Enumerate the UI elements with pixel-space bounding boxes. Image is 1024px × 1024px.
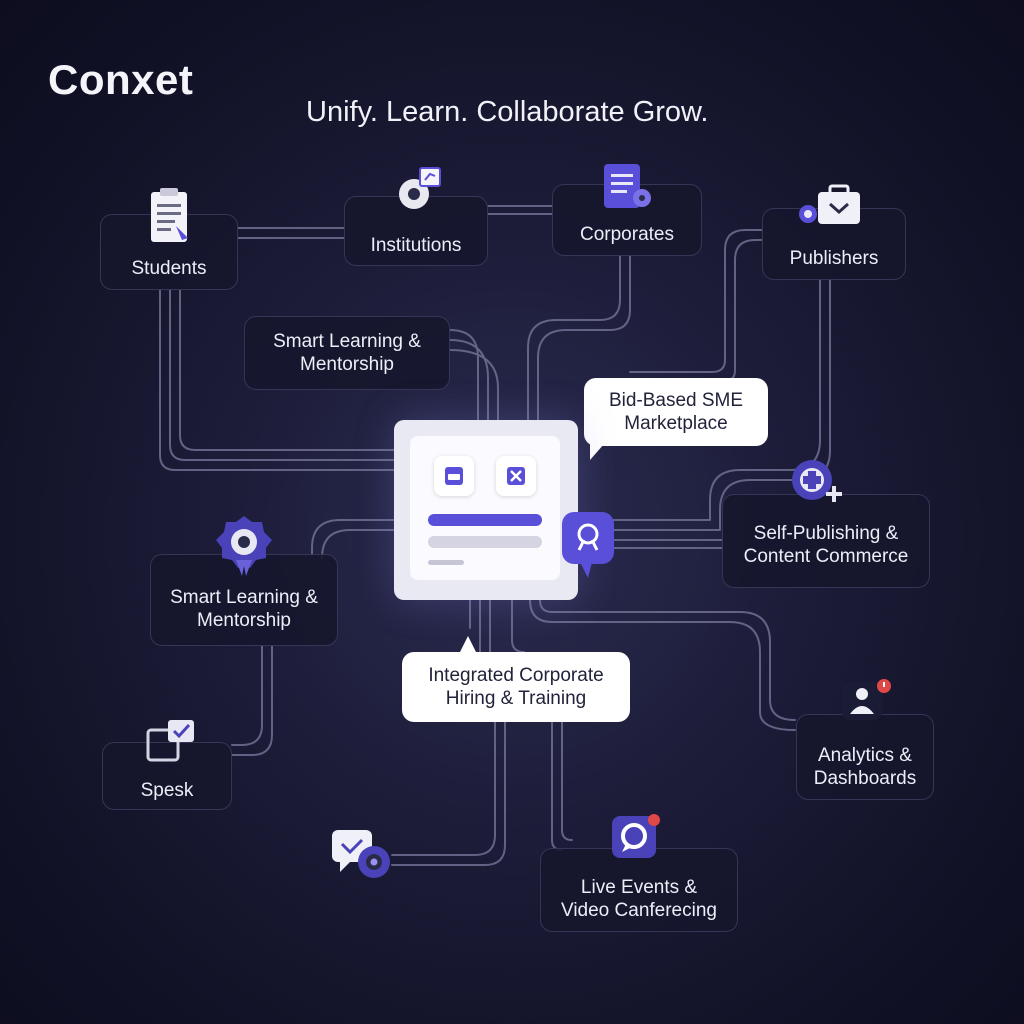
node-live-events-line2: Video Canferecing — [561, 900, 717, 921]
node-analytics[interactable]: Analytics & Dashboards — [796, 714, 934, 800]
central-hub[interactable] — [394, 420, 578, 600]
close-icon — [496, 456, 536, 496]
node-smart-learning-left-line1: Smart Learning & — [170, 587, 318, 608]
node-self-publishing[interactable]: Self-Publishing & Content Commerce — [722, 494, 930, 588]
bubble-marketplace-line1: Bid-Based SME — [608, 390, 744, 411]
user-alert-icon — [842, 679, 891, 720]
node-spesk-label: Spesk — [140, 779, 194, 801]
node-self-publishing-line2: Content Commerce — [743, 546, 909, 567]
placeholder-line — [428, 560, 464, 565]
tagline: Unify. Learn. Collaborate Grow. — [306, 96, 709, 128]
bubble-hiring[interactable]: Integrated Corporate Hiring & Training — [402, 636, 630, 722]
node-smart-learning-left-line2: Mentorship — [197, 610, 291, 631]
node-smart-learning-left[interactable]: Smart Learning & Mentorship — [150, 554, 338, 646]
checked-card-icon — [146, 720, 194, 762]
node-corporates-label: Corporates — [580, 223, 674, 245]
dashboard-icon — [410, 436, 560, 580]
node-live-events[interactable]: Live Events & Video Canferecing — [540, 848, 738, 932]
node-self-publishing-line1: Self-Publishing & — [753, 523, 899, 544]
profile-card-icon — [434, 456, 474, 496]
node-students-label: Students — [131, 257, 207, 279]
video-chat-icon — [612, 814, 660, 858]
chat-settings-icon[interactable] — [330, 826, 394, 882]
node-publishers[interactable]: Publishers — [762, 208, 906, 280]
bubble-tail — [460, 636, 476, 652]
node-smart-learning-top[interactable]: Smart Learning & Mentorship — [244, 316, 450, 390]
node-publishers-label: Publishers — [789, 247, 879, 269]
node-institutions-label: Institutions — [370, 234, 462, 256]
node-smart-learning-top-line1: Smart Learning & — [273, 331, 421, 352]
gear-document-icon — [399, 167, 441, 209]
report-icon — [604, 164, 651, 208]
badge-icon — [216, 516, 272, 576]
add-content-icon — [792, 460, 842, 502]
node-analytics-line2: Dashboards — [813, 768, 917, 789]
node-spesk[interactable]: Spesk — [102, 742, 232, 810]
placeholder-bar — [428, 536, 542, 548]
node-analytics-line1: Analytics & — [818, 745, 912, 766]
bubble-hiring-line1: Integrated Corporate — [428, 665, 604, 686]
brand-logo[interactable]: Conxet — [48, 56, 194, 103]
progress-bar — [428, 514, 542, 526]
location-pin-icon[interactable] — [562, 512, 614, 578]
bubble-marketplace[interactable]: Bid-Based SME Marketplace — [584, 378, 768, 460]
node-smart-learning-top-line2: Mentorship — [300, 354, 394, 375]
clipboard-icon — [151, 188, 188, 242]
bubble-tail — [590, 444, 604, 460]
bubble-marketplace-line2: Marketplace — [624, 413, 728, 434]
bubble-hiring-line2: Hiring & Training — [445, 688, 587, 709]
node-live-events-line1: Live Events & — [580, 877, 698, 898]
briefcase-icon — [799, 184, 860, 224]
